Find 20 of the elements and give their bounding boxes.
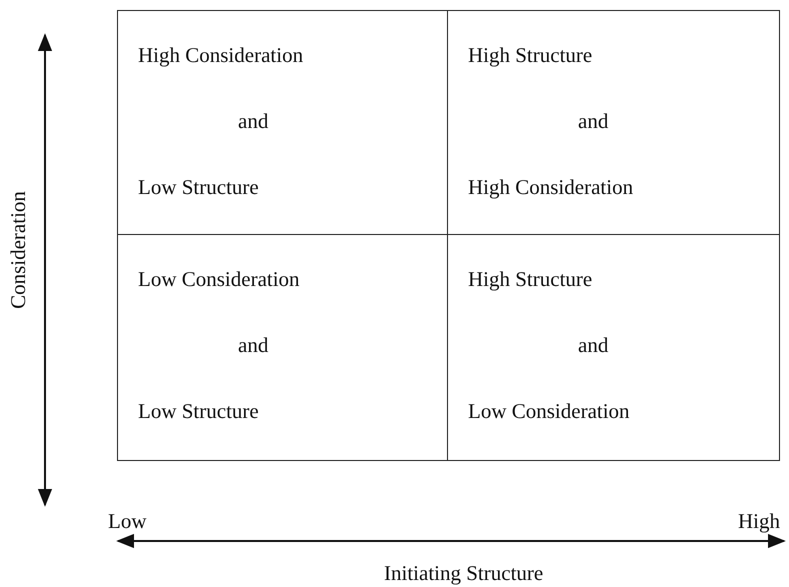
quadrant-box [117,10,449,236]
axis-label: Initiating Structure [384,560,544,586]
quadrant-text: Low Consideration [138,266,300,293]
quadrant-text: and [578,332,608,359]
quadrant-text: Low Structure [138,174,259,201]
quadrant-text: High Structure [468,42,592,69]
quadrant-text: and [238,332,268,359]
quadrant-text: Low Consideration [468,398,630,425]
axis-label: High [738,508,780,534]
quadrant-text: High Structure [468,266,592,293]
quadrant-box [117,234,449,461]
quadrant-text: High Consideration [468,174,634,201]
quadrant-text: High Consideration [138,42,304,69]
quadrant-box [447,234,780,461]
quadrant-text: and [238,108,268,135]
quadrant-text: and [578,108,608,135]
quadrant-text: Low Structure [138,398,259,425]
axis-label: Low [108,508,146,534]
axis-label: Consideration [5,191,31,309]
quadrant-box [447,10,780,236]
